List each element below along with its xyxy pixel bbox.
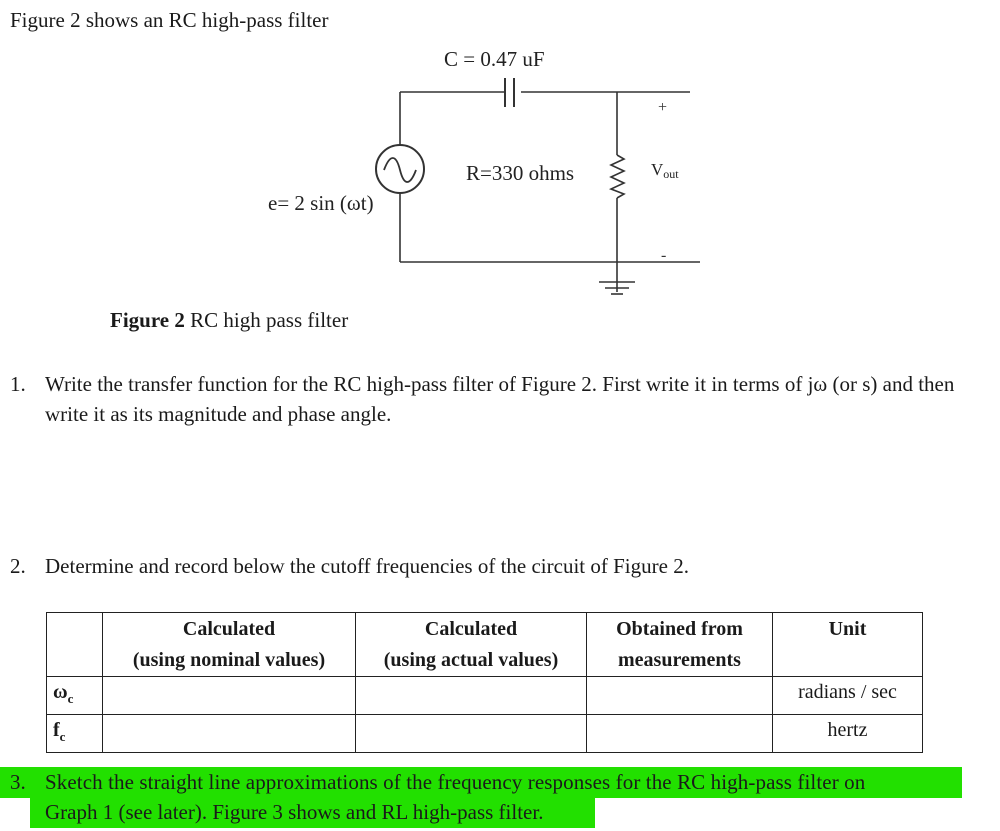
- table-header-blank: [46, 612, 103, 677]
- table-cell-unit: hertz: [772, 714, 923, 753]
- circuit-wires: [399, 91, 700, 292]
- question-text: Write the transfer function for the RC h…: [45, 372, 955, 426]
- table-header-row: Calculated(using nominal values) Calcula…: [46, 612, 923, 677]
- capacitor-symbol: [504, 78, 515, 107]
- rc-high-pass-circuit-diagram: C = 0.47 uF R=330 ohms e= 2 sin (ωt) + -…: [268, 47, 700, 295]
- capacitor-label: C = 0.47 uF: [444, 47, 545, 71]
- question-number: 3.: [10, 770, 26, 794]
- caption-figure-number: Figure 2: [110, 308, 185, 332]
- ac-source-symbol: [375, 144, 425, 194]
- table-cell-input[interactable]: [102, 714, 356, 753]
- question-number: 2.: [10, 554, 26, 578]
- table-row: fc hertz: [46, 714, 923, 753]
- table-cell-input[interactable]: [586, 714, 773, 753]
- vout-subscript: out: [663, 167, 679, 181]
- plus-sign: +: [658, 99, 667, 116]
- question-text: Determine and record below the cutoff fr…: [45, 554, 689, 578]
- minus-sign: -: [661, 247, 666, 264]
- question-3: 3. Sketch the straight line approximatio…: [10, 767, 965, 829]
- question-1: 1. Write the transfer function for the R…: [10, 369, 970, 431]
- table-header-unit: Unit: [772, 612, 923, 677]
- intro-text: Figure 2 shows an RC high-pass filter: [10, 8, 329, 32]
- resistor-label: R=330 ohms: [466, 161, 574, 185]
- table-header-actual: Calculated(using actual values): [355, 612, 587, 677]
- caption-text: RC high pass filter: [184, 308, 349, 332]
- source-label: e= 2 sin (ωt): [268, 191, 374, 215]
- row-label-omega-c: ωc: [46, 676, 103, 715]
- figure-caption: Figure 2 RC high pass filter: [110, 308, 348, 333]
- row-label-f-c: fc: [46, 714, 103, 753]
- highlight-line-2: [30, 798, 595, 828]
- cutoff-frequency-table: Calculated(using nominal values) Calcula…: [46, 612, 923, 753]
- vout-label: Vout: [651, 160, 679, 181]
- ground-symbol: [599, 281, 635, 295]
- question-number: 1.: [10, 372, 26, 396]
- question-2: 2. Determine and record below the cutoff…: [10, 551, 970, 581]
- question-text-line-1: Sketch the straight line approximations …: [45, 770, 866, 794]
- table-row: ωc radians / sec: [46, 676, 923, 715]
- table-cell-input[interactable]: [355, 714, 587, 753]
- resistor-symbol: [608, 154, 626, 199]
- table-header-nominal: Calculated(using nominal values): [102, 612, 356, 677]
- table-cell-input[interactable]: [102, 676, 356, 715]
- highlight-line-1: [0, 767, 962, 798]
- table-cell-input[interactable]: [355, 676, 587, 715]
- table-cell-input[interactable]: [586, 676, 773, 715]
- question-text-line-2: Graph 1 (see later). Figure 3 shows and …: [45, 800, 544, 824]
- vout-v: V: [651, 160, 664, 179]
- table-cell-unit: radians / sec: [772, 676, 923, 715]
